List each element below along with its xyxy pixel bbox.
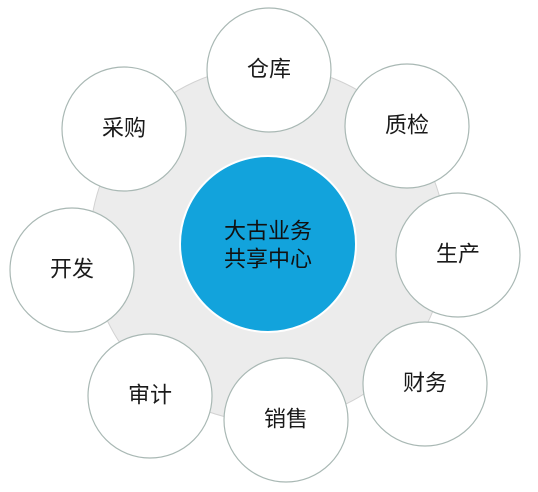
node-label-finance: 财务 — [403, 372, 447, 397]
node-label-audit: 审计 — [128, 384, 172, 409]
node-development: 开发 — [9, 207, 135, 333]
node-label-production: 生产 — [436, 243, 480, 268]
center-label-line1: 大古业务 — [224, 220, 312, 245]
center-circle — [179, 155, 357, 333]
node-audit: 审计 — [87, 333, 213, 459]
center-node: 大古业务 共享中心 — [179, 155, 357, 333]
node-label-warehouse: 仓库 — [247, 58, 291, 83]
node-label-sales: 销售 — [264, 408, 308, 433]
node-label-development: 开发 — [50, 258, 94, 283]
node-warehouse: 仓库 — [206, 7, 332, 133]
node-finance: 财务 — [362, 321, 488, 447]
center-label-line2: 共享中心 — [224, 248, 312, 273]
node-procurement: 采购 — [61, 66, 187, 192]
node-label-quality-inspection: 质检 — [385, 114, 429, 139]
node-quality-inspection: 质检 — [344, 63, 470, 189]
node-sales: 销售 — [223, 357, 349, 483]
node-label-procurement: 采购 — [102, 117, 146, 142]
node-production: 生产 — [395, 192, 521, 318]
